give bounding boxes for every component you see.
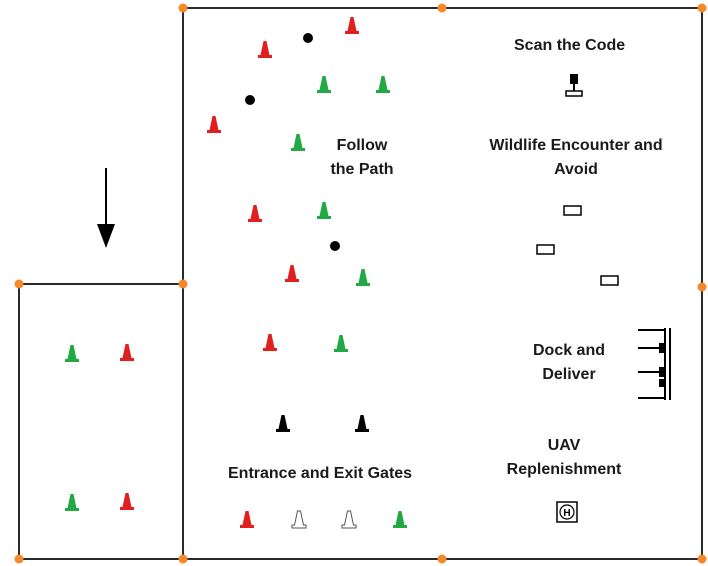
red-buoy-icon — [240, 511, 254, 528]
uav-replenishment-label: UAV Replenishment — [494, 434, 634, 482]
corner-marker — [697, 282, 707, 292]
dock-line-1: Dock and — [532, 342, 605, 359]
red-buoy-icon — [207, 116, 221, 133]
red-buoy-icon — [120, 344, 134, 361]
round-ball-icon — [303, 33, 313, 43]
red-buoy-icon — [248, 205, 262, 222]
corner-marker — [178, 3, 188, 13]
green-buoy-icon — [317, 76, 331, 93]
green-buoy-icon — [65, 345, 79, 362]
corner-marker — [178, 279, 188, 289]
follow-the-path-label: Follow the Path — [312, 134, 412, 182]
wildlife-line-1: Wildlife Encounter and — [489, 137, 663, 154]
rectangle-obstacle-icon — [600, 275, 619, 286]
red-buoy-icon — [263, 334, 277, 351]
green-buoy-icon — [291, 134, 305, 151]
round-ball-icon — [245, 95, 255, 105]
corner-marker — [178, 554, 188, 564]
red-buoy-icon — [258, 41, 272, 58]
scan-the-code-text: Scan the Code — [514, 37, 626, 54]
corner-markers — [14, 3, 707, 564]
follow-line-2: the Path — [330, 161, 394, 178]
black-buoy-icon — [276, 415, 290, 432]
dock-and-deliver-label: Dock and Deliver — [519, 339, 619, 387]
helipad-icon: H — [556, 501, 578, 523]
down-arrow-icon — [97, 168, 115, 248]
uav-line-1: UAV — [547, 437, 581, 454]
red-buoy-icon — [345, 17, 359, 34]
green-buoy-icon — [376, 76, 390, 93]
dock-icon — [638, 328, 671, 400]
scan-the-code-label: Scan the Code — [514, 34, 625, 58]
entrance-exit-gates-label: Entrance and Exit Gates — [228, 462, 412, 486]
green-buoy-icon — [65, 494, 79, 511]
white-buoy-icon — [341, 510, 357, 529]
dock-line-2: Deliver — [542, 366, 596, 383]
staging-area-boundary — [18, 283, 184, 560]
scan-tower-icon — [565, 74, 583, 97]
corner-marker — [697, 554, 707, 564]
red-buoy-icon — [285, 265, 299, 282]
helipad-letter: H — [563, 508, 570, 519]
green-buoy-icon — [356, 269, 370, 286]
buoy-group — [65, 17, 407, 529]
uav-line-2: Replenishment — [506, 461, 622, 478]
white-buoy-icon — [291, 510, 307, 529]
red-buoy-icon — [120, 493, 134, 510]
corner-marker — [14, 554, 24, 564]
round-ball-icon — [330, 241, 340, 251]
follow-line-1: Follow — [336, 137, 388, 154]
green-buoy-icon — [317, 202, 331, 219]
wildlife-label: Wildlife Encounter and Avoid — [474, 134, 678, 182]
corner-marker — [14, 279, 24, 289]
green-buoy-icon — [334, 335, 348, 352]
gates-text: Entrance and Exit Gates — [228, 465, 413, 482]
rectangle-obstacle-icon — [563, 205, 582, 216]
corner-marker — [437, 554, 447, 564]
wildlife-line-2: Avoid — [554, 161, 598, 178]
corner-marker — [697, 3, 707, 13]
green-buoy-icon — [393, 511, 407, 528]
black-buoy-icon — [355, 415, 369, 432]
corner-marker — [437, 3, 447, 13]
rectangle-obstacle-icon — [536, 244, 555, 255]
